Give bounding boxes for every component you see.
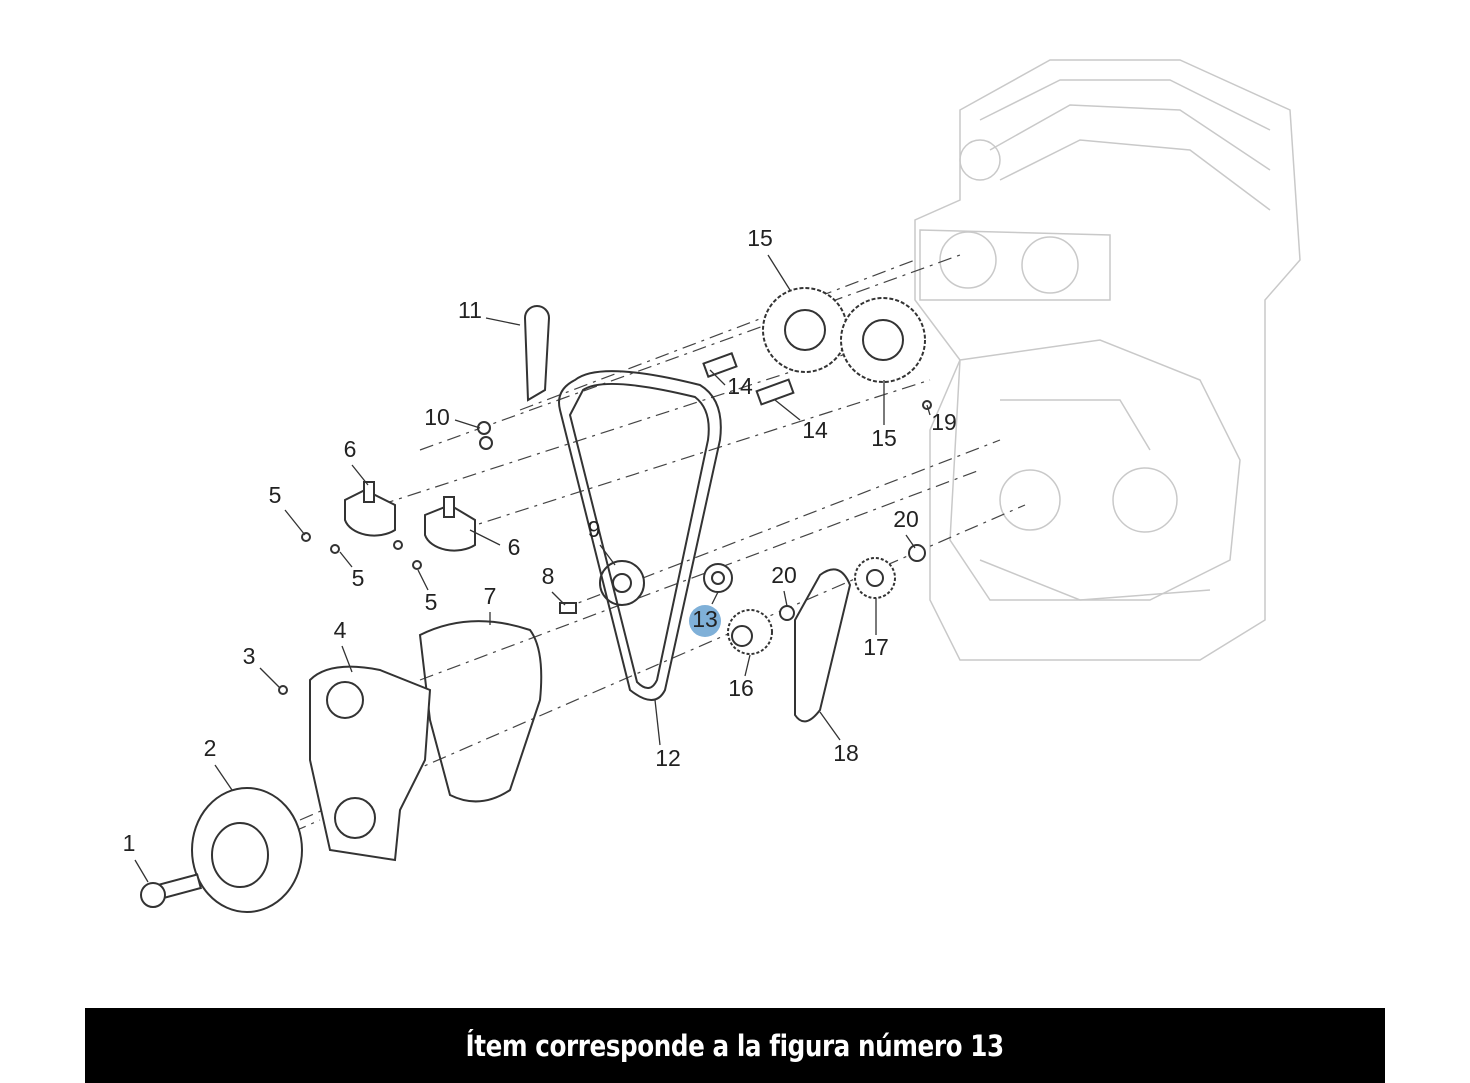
leader-lines: [134, 254, 931, 883]
label-15: 15: [871, 425, 897, 451]
timing-belt-exploded-diagram: 1 2 3 4 5 5 5 6 6 7 8 9 10 11 12 13 14 1…: [123, 59, 1301, 913]
label-5: 5: [352, 565, 365, 591]
label-2: 2: [204, 735, 217, 761]
label-9: 9: [588, 516, 601, 542]
label-13: 13: [692, 606, 718, 632]
camshaft-gear-right: [840, 297, 926, 383]
engine-block: [914, 59, 1301, 661]
camshaft-gear-left: [762, 287, 848, 373]
callout-labels: 1 2 3 4 5 5 5 6 6 7 8 9 10 11 12 13 14 1…: [123, 225, 957, 856]
label-3: 3: [243, 643, 256, 669]
label-18: 18: [833, 740, 859, 766]
caption-banner: Ítem corresponde a la figura número 13: [85, 1008, 1385, 1083]
label-8: 8: [542, 563, 555, 589]
highlight-marker: [689, 605, 721, 637]
label-11: 11: [458, 297, 482, 323]
label-5: 5: [425, 589, 438, 615]
label-15: 15: [747, 225, 773, 251]
label-1: 1: [123, 830, 136, 856]
label-17: 17: [863, 634, 889, 660]
label-10: 10: [424, 404, 450, 430]
label-4: 4: [334, 617, 347, 643]
label-19: 19: [931, 409, 957, 435]
label-5: 5: [269, 482, 282, 508]
label-7: 7: [484, 583, 497, 609]
label-16: 16: [728, 675, 754, 701]
caption-text: Ítem corresponde a la figura número 13: [465, 1028, 1005, 1063]
label-6: 6: [344, 436, 357, 462]
label-20: 20: [771, 562, 797, 588]
label-12: 12: [655, 745, 681, 771]
label-6: 6: [508, 534, 521, 560]
label-14: 14: [802, 417, 828, 443]
parts: [140, 287, 932, 913]
label-14: 14: [727, 373, 753, 399]
label-20: 20: [893, 506, 919, 532]
